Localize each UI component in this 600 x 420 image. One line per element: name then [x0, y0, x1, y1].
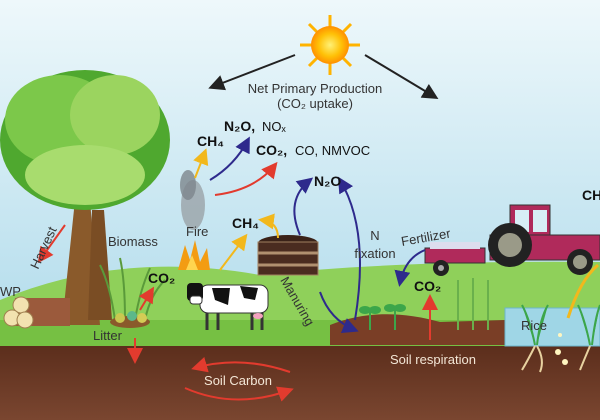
rice-ch4-arrow — [566, 263, 599, 319]
cow — [187, 283, 269, 330]
fire-nox-label: NOₓ — [262, 119, 287, 134]
litter-co2-arrow — [138, 286, 155, 311]
crops — [359, 278, 600, 346]
manuring-arrow — [319, 291, 359, 333]
n2o-label: N₂O — [314, 173, 341, 189]
biomass-co2-label: CO₂ — [148, 270, 175, 286]
soil — [0, 346, 600, 420]
n-fixation-label-1: N — [370, 228, 379, 243]
fire-label: Fire — [186, 224, 208, 239]
fire-n2o-label: N₂O, — [224, 118, 255, 134]
soil-carbon-cycle-arrow-top — [191, 356, 291, 373]
harvested-wood-logs — [3, 296, 70, 329]
harvest-arrow — [37, 224, 66, 264]
fire-ch4-arrow — [193, 148, 209, 179]
litter-label: Litter — [93, 328, 123, 343]
roots — [521, 345, 591, 373]
soil-respiration-label: Soil respiration — [390, 352, 476, 367]
manure-ch4-arrow — [258, 213, 279, 239]
methane-bubbles — [555, 333, 568, 365]
biomass-label: Biomass — [108, 234, 158, 249]
hwp-label: WP — [0, 284, 21, 299]
n2o-arrow-right — [337, 176, 361, 321]
fire-ch4-label: CH₄ — [197, 133, 224, 149]
fire-co2-arrow — [214, 161, 278, 196]
fire-icon — [178, 170, 210, 270]
soil-carbon-cycle-arrow-bottom — [184, 386, 294, 402]
litter — [110, 311, 150, 328]
npp-arrow-right — [364, 54, 439, 100]
rice-paddy-water — [504, 307, 600, 347]
fire-others-label: CO, NMVOC — [295, 143, 370, 158]
rice-ch4-label: CH — [582, 187, 600, 203]
npp-arrow-left — [208, 54, 296, 91]
n-fixation-label-2: fixation — [354, 246, 395, 261]
sun-icon — [300, 15, 360, 75]
fire-co2-label: CO₂, — [256, 142, 287, 158]
cow-ch4-arrow — [219, 233, 248, 271]
n2o-arrow-left — [293, 177, 314, 236]
fire-n2o-arrow — [209, 136, 250, 181]
fertilizer-arrow — [394, 249, 426, 287]
flow-arrows — [37, 54, 599, 402]
soil-co2-label: CO₂ — [414, 278, 441, 294]
field-soil — [330, 314, 505, 345]
rice-label: Rice — [521, 318, 547, 333]
manure-ch4-label: CH₄ — [232, 215, 259, 231]
npp-title: Net Primary Production — [248, 81, 382, 96]
soil-carbon-label: Soil Carbon — [204, 373, 272, 388]
npp-subtitle: (CO₂ uptake) — [277, 96, 353, 111]
manure-box — [257, 235, 319, 276]
tractor — [424, 204, 600, 276]
tree — [0, 70, 170, 325]
